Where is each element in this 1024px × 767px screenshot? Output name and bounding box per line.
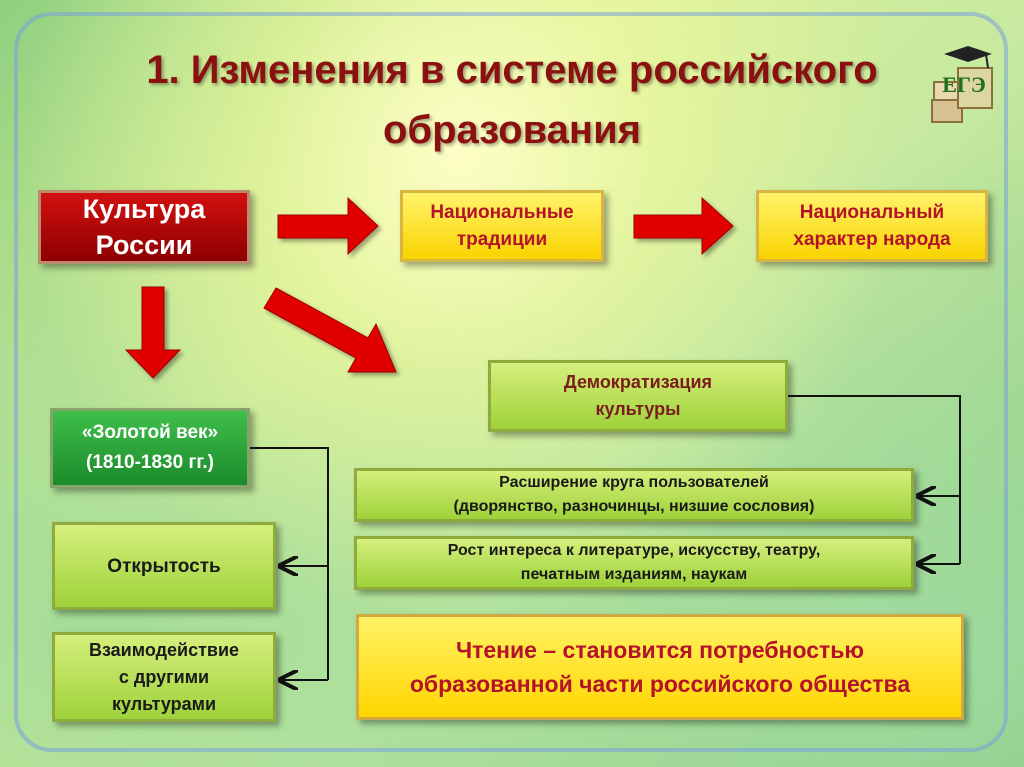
node-interaction-line2: с другими	[118, 666, 210, 687]
node-interest-line1: Рост интереса к литературе, искусству, т…	[447, 542, 821, 559]
node-character: Национальный характер народа	[756, 190, 988, 262]
node-traditions: Национальные традиции	[400, 190, 604, 262]
node-character-line1: Национальный	[799, 202, 945, 223]
node-interaction-line3: культурами	[111, 693, 217, 714]
logo-text: ЕГЭ	[942, 72, 986, 97]
arrow-traditions-to-character	[633, 196, 734, 256]
node-interaction: Взаимодействие с другими культурами	[52, 632, 276, 722]
node-interest: Рост интереса к литературе, искусству, т…	[354, 536, 914, 590]
arrow-culture-to-golden-age	[124, 286, 182, 379]
node-users-line1: Расширение круга пользователей	[499, 474, 769, 491]
arrow-culture-to-traditions	[277, 196, 379, 256]
node-democratization-line2: культуры	[595, 399, 681, 419]
node-reading-line1: Чтение – становится потребностью	[455, 637, 865, 663]
node-interaction-line1: Взаимодействие	[88, 639, 240, 660]
node-traditions-line2: традиции	[456, 229, 548, 250]
node-reading-line2: образованной части российского общества	[409, 671, 911, 697]
node-users-line2: (дворянство, разночинцы, низшие сословия…	[453, 498, 815, 515]
ege-logo: ЕГЭ	[928, 40, 1000, 126]
connector-democratization	[788, 395, 961, 564]
arrow-culture-to-democratization	[263, 287, 397, 373]
node-character-line2: характер народа	[793, 229, 951, 250]
page-title: 1. Изменения в системе российского образ…	[0, 40, 1024, 160]
node-users: Расширение круга пользователей (дворянств…	[354, 468, 914, 522]
node-traditions-line1: Национальные	[430, 202, 574, 223]
node-culture-line1: Культура	[82, 194, 206, 224]
node-reading: Чтение – становится потребностью образова…	[356, 614, 964, 720]
node-openness: Открытость	[52, 522, 276, 610]
connector-golden-age	[250, 447, 329, 680]
title-line-2: образования	[382, 108, 642, 152]
node-golden-age: «Золотой век» (1810-1830 гг.)	[50, 408, 250, 488]
node-democratization: Демократизация культуры	[488, 360, 788, 432]
node-interest-line2: печатным изданиям, наукам	[520, 566, 748, 583]
node-golden-age-line2: (1810-1830 гг.)	[86, 452, 214, 473]
title-line-1: 1. Изменения в системе российского	[146, 48, 878, 92]
slide-frame	[14, 12, 1008, 752]
node-democratization-line1: Демократизация	[563, 372, 713, 392]
node-culture-line2: России	[95, 230, 193, 260]
node-golden-age-line1: «Золотой век»	[81, 422, 219, 443]
node-openness-label: Открытость	[107, 555, 221, 577]
